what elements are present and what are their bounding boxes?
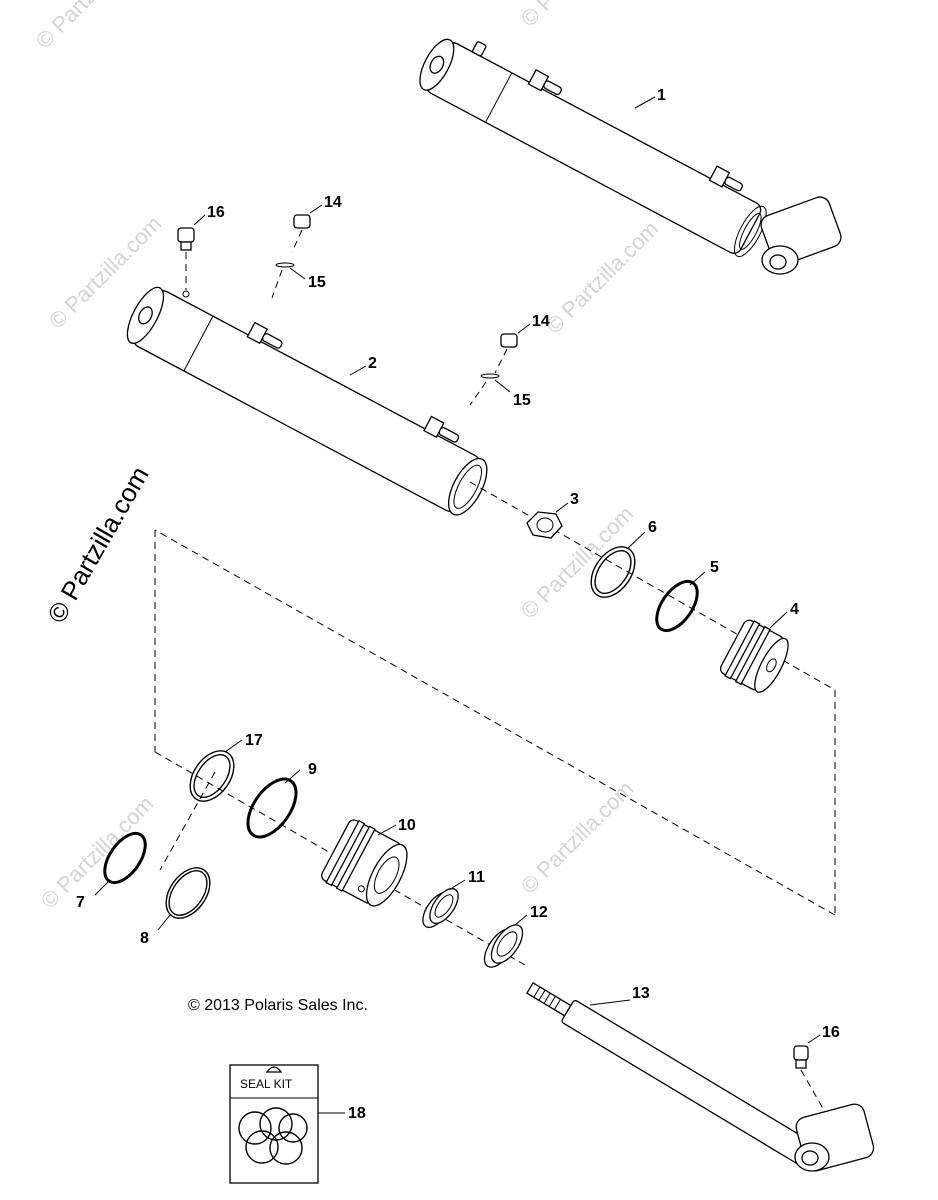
- part-18-seal-kit: SEAL KIT: [229, 1064, 319, 1184]
- leader-17: [224, 739, 243, 753]
- leader-3: [555, 502, 569, 513]
- part-12-rod-seal: [483, 924, 524, 968]
- watermark-text: © Partzilla.com: [516, 776, 639, 899]
- callout-1: 1: [657, 87, 666, 104]
- part-5-o-ring: [655, 580, 699, 632]
- callout-14a: 14: [324, 194, 342, 211]
- part-10-gland: [321, 819, 408, 907]
- leader-6: [626, 531, 646, 550]
- leader-13: [589, 999, 631, 1006]
- callout-3: 3: [570, 491, 579, 508]
- part-17-seal-ring: [189, 750, 235, 802]
- callout-16a: 16: [207, 204, 225, 221]
- watermark-text: © Partzilla.com: [541, 216, 664, 339]
- leader-12: [514, 914, 528, 926]
- leader-5: [689, 571, 706, 586]
- callout-12: 12: [530, 904, 548, 921]
- part-11-wiper-seal: [422, 887, 459, 929]
- watermark-text: © Partzilla.com: [31, 0, 154, 54]
- part-4-piston: [719, 619, 789, 693]
- part-15-oring-left: [271, 262, 295, 299]
- callout-10: 10: [398, 817, 416, 834]
- part-13-piston-rod: [526, 981, 875, 1172]
- callout-5: 5: [710, 559, 719, 576]
- part-2-cylinder-barrel: [126, 286, 488, 516]
- watermark-main: © Partzilla.com: [41, 461, 155, 628]
- part-16-grease-fitting-rod: [793, 1045, 826, 1113]
- callout-6: 6: [648, 519, 657, 536]
- leader-11: [451, 879, 466, 889]
- part-6-seal-ring: [590, 546, 636, 598]
- seal-kit-label: SEAL KIT: [240, 1077, 293, 1091]
- part-3-nut: [526, 511, 563, 539]
- leader-15a: [289, 267, 306, 280]
- callout-18: 18: [348, 1105, 366, 1122]
- callout-8: 8: [140, 930, 149, 947]
- callout-14b: 14: [532, 313, 550, 330]
- leader-1: [634, 96, 656, 109]
- leader-8: [157, 914, 171, 931]
- leader-9: [284, 769, 301, 784]
- leader-14a: [309, 204, 323, 214]
- part-8-backup-ring: [165, 867, 211, 919]
- assembly-axis: [154, 481, 836, 966]
- callout-17: 17: [245, 732, 263, 749]
- leader-14b: [517, 323, 531, 334]
- leader-2: [349, 365, 367, 376]
- callout-4: 4: [790, 601, 799, 618]
- part-14-plug-right: [494, 333, 518, 374]
- leader-16a: [193, 214, 206, 226]
- leader-4: [769, 611, 788, 629]
- leader-10: [377, 824, 397, 836]
- part-16-grease-fitting-top: [177, 227, 195, 290]
- part-15-oring-right: [469, 373, 500, 406]
- leader-16b: [807, 1034, 821, 1044]
- part-9-o-ring: [246, 777, 298, 839]
- watermark-text: © Partzilla.com: [516, 0, 639, 32]
- callout-15b: 15: [513, 392, 531, 409]
- part-14-plug-left: [291, 214, 311, 253]
- callout-13: 13: [632, 985, 650, 1002]
- callout-15a: 15: [308, 274, 326, 291]
- callout-11: 11: [468, 869, 485, 886]
- callout-16b: 16: [822, 1024, 840, 1041]
- watermark-text: © Partzilla.com: [36, 791, 159, 914]
- callout-9: 9: [308, 761, 317, 778]
- leader-15b: [494, 379, 511, 393]
- callout-7: 7: [76, 894, 85, 911]
- leader-7: [94, 879, 111, 896]
- callout-2: 2: [368, 355, 377, 372]
- copyright-text: © 2013 Polaris Sales Inc.: [188, 997, 368, 1014]
- part-1-cylinder-assembly: [419, 38, 842, 275]
